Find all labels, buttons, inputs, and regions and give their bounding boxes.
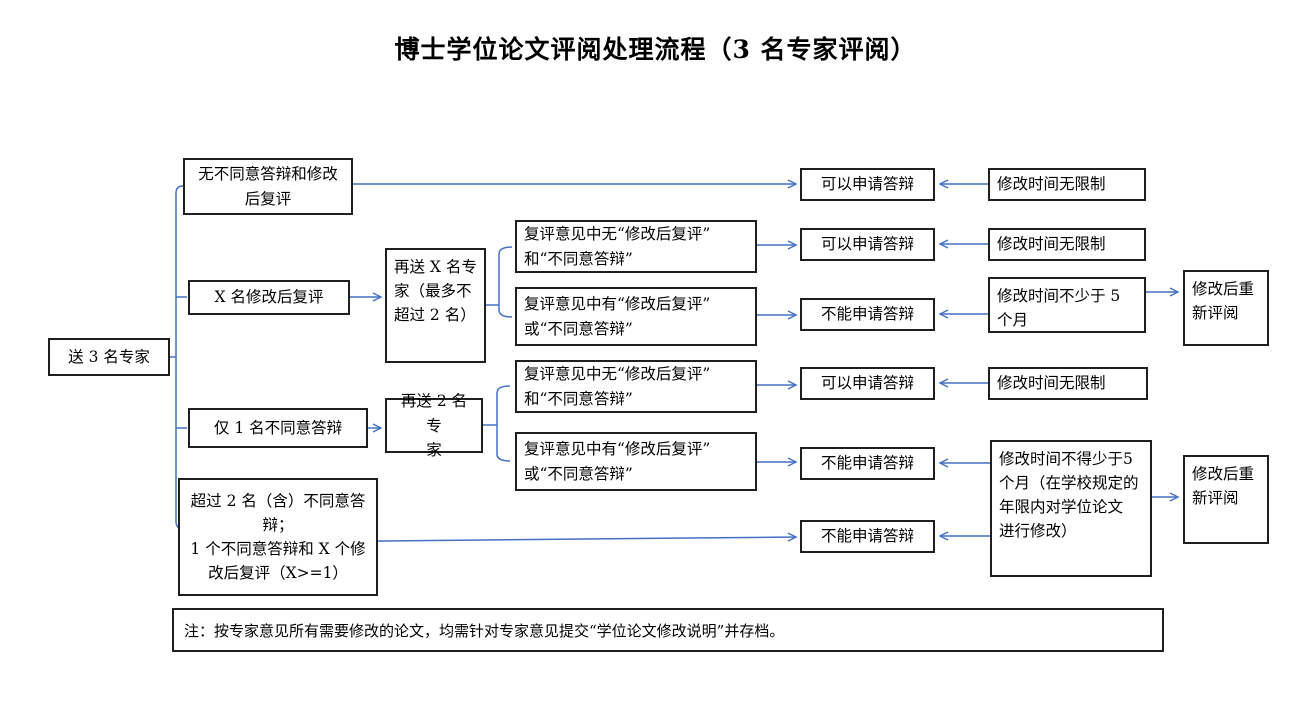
node-can-defend-3: 可以申请答辩: [800, 367, 935, 400]
node-no-time-limit-2: 修改时间无限制: [988, 228, 1146, 261]
page-title: 博士学位论文评阅处理流程（3 名专家评阅）: [394, 35, 917, 64]
node-review-no-revise-1: 复评意见中无“修改后复评” 和“不同意答辩”: [515, 220, 757, 273]
node-resend-x-experts: 再送 X 名专 家（最多不 超过 2 名）: [385, 248, 486, 363]
node-review-no-revise-2: 复评意见中无“修改后复评” 和“不同意答辩”: [515, 360, 757, 413]
node-review-has-revise-1: 复评意见中有“修改后复评” 或“不同意答辩”: [515, 287, 757, 346]
node-one-disagree: 仅 1 名不同意答辩: [188, 408, 368, 448]
node-review-has-revise-2: 复评意见中有“修改后复评” 或“不同意答辩”: [515, 432, 757, 491]
node-start: 送 3 名专家: [48, 338, 170, 376]
node-no-objection: 无不同意答辩和修改 后复评: [183, 158, 353, 215]
node-can-defend-2: 可以申请答辩: [800, 228, 935, 261]
node-re-review-2: 修改后重 新评阅: [1183, 455, 1269, 544]
node-can-defend-1: 可以申请答辩: [800, 168, 935, 201]
node-no-time-limit-3: 修改时间无限制: [988, 367, 1148, 400]
node-cannot-defend-1: 不能申请答辩: [800, 298, 935, 331]
node-min-5-months-rule: 修改时间不得少于5 个月（在学校规定的 年限内对学位论文 进行修改）: [990, 440, 1152, 577]
node-no-time-limit-1: 修改时间无限制: [988, 168, 1146, 201]
node-re-review-1: 修改后重 新评阅: [1183, 270, 1269, 346]
note-text: 注：按专家意见所有需要修改的论文，均需针对专家意见提交“学位论文修改说明”并存档…: [184, 621, 785, 640]
node-x-revise: X 名修改后复评: [188, 280, 350, 315]
node-cannot-defend-3: 不能申请答辩: [800, 520, 935, 553]
node-resend-2-experts: 再送 2 名专 家: [385, 392, 483, 459]
node-over-two-disagree: 超过 2 名（含）不同意答 辩； 1 个不同意答辩和 X 个修 改后复评（X>=…: [178, 478, 378, 596]
note-box: 注：按专家意见所有需要修改的论文，均需针对专家意见提交“学位论文修改说明”并存档…: [172, 608, 1164, 652]
node-min-5-months: 修改时间不少于 5 个月: [988, 277, 1146, 333]
node-cannot-defend-2: 不能申请答辩: [800, 447, 935, 480]
